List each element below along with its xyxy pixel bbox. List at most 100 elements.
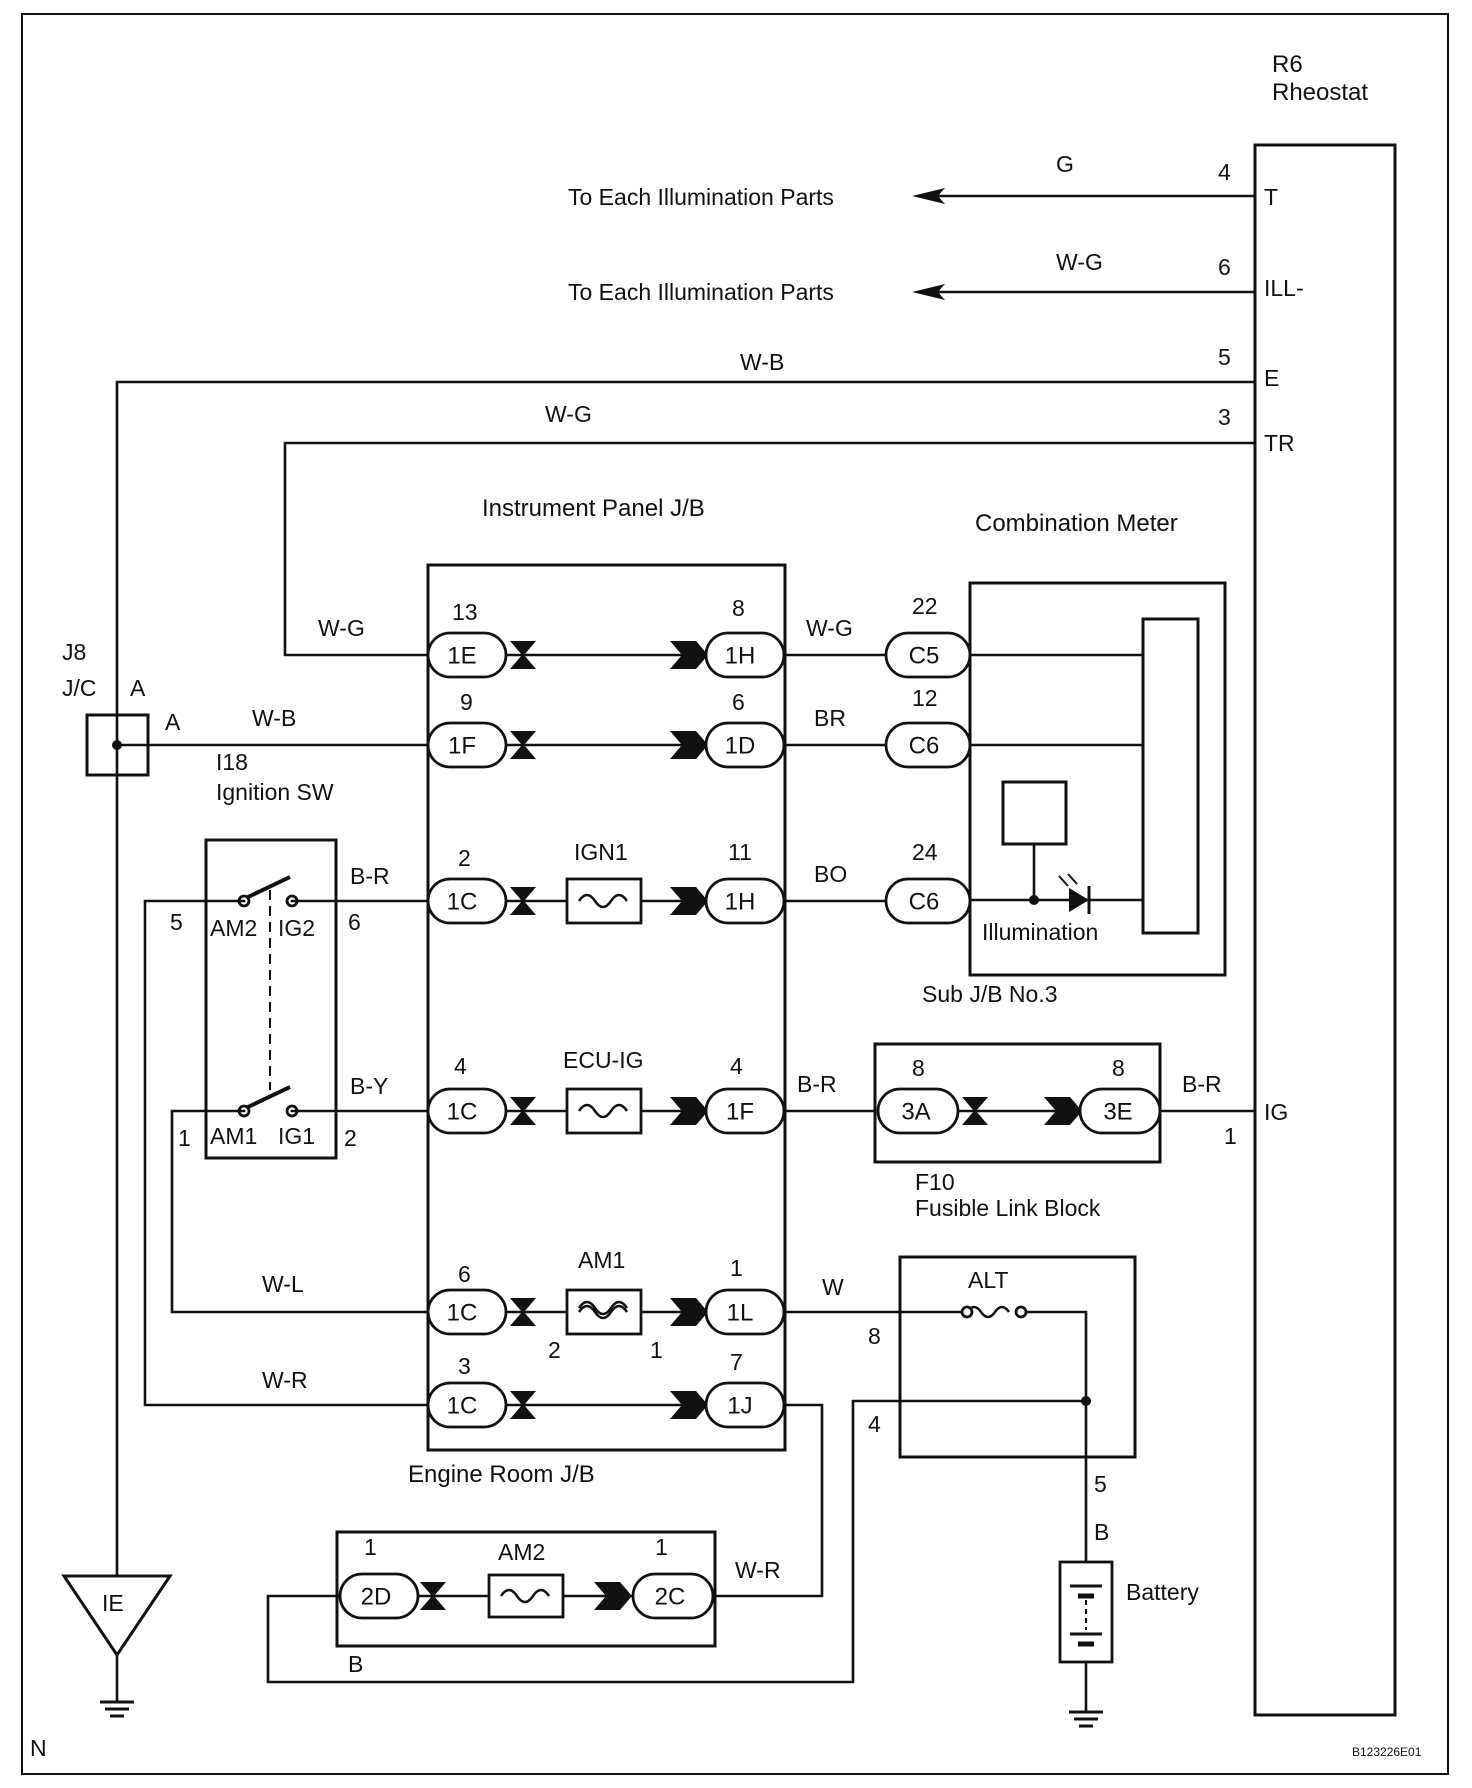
rheostat-pin-ig: IG — [1264, 1099, 1288, 1125]
connector-c6-a-label: C6 — [909, 733, 940, 760]
rheostat-pin-t: T — [1264, 184, 1278, 210]
pin-c6-a: 12 — [912, 685, 938, 711]
rheostat-pin-e: E — [1264, 365, 1279, 391]
battery-label: Battery — [1126, 1579, 1199, 1605]
wire-label-wg-ill: W-G — [1056, 249, 1103, 275]
connector-c5 — [884, 631, 972, 679]
connector-1c-a — [426, 877, 508, 925]
fuse-ecu-ig-element — [577, 1103, 629, 1119]
jc-pin-right: A — [165, 709, 181, 735]
meter-internal-bar — [1141, 617, 1200, 935]
connector-1f-label: 1F — [448, 733, 476, 760]
wire-label-g: G — [1056, 151, 1074, 177]
connector-1h-b-label: 1H — [725, 889, 756, 916]
fusible-link-name: Fusible Link Block — [915, 1195, 1101, 1221]
wire-label-wb-e: W-B — [740, 349, 784, 375]
chevron-3a — [962, 1097, 988, 1125]
junction-dot-illum — [1029, 895, 1039, 905]
ignition-sw-id: I18 — [216, 749, 248, 775]
connector-1e-label: 1E — [447, 643, 476, 670]
jb-internal-row-6 — [503, 1391, 708, 1419]
combination-meter-label: Combination Meter — [975, 510, 1178, 537]
rheostat-pin-ill: ILL- — [1264, 275, 1304, 301]
connector-3a-label: 3A — [901, 1099, 930, 1126]
fuse-am2-element — [499, 1588, 551, 1604]
fuse-am1-pin-right: 1 — [650, 1337, 663, 1363]
switch-arm-am1 — [247, 1085, 291, 1109]
connector-1d-label: 1D — [725, 733, 756, 760]
frame-border — [21, 13, 1449, 1775]
connector-c6-b-label: C6 — [909, 889, 940, 916]
rheostat-pin-num-ig: 1 — [1224, 1123, 1237, 1149]
led-ray-icon — [1058, 875, 1069, 887]
wire-label-wg-1e: W-G — [318, 615, 365, 641]
ignition-sw-box — [204, 838, 338, 1160]
chevron-2c — [594, 1582, 632, 1610]
switch-label-ig2: IG2 — [278, 915, 315, 941]
wire-label-wg-tr: W-G — [545, 401, 592, 427]
switch-label-am2: AM2 — [210, 915, 257, 941]
arrow-illum-top — [912, 188, 945, 204]
wire-label-br-ecu: B-R — [797, 1071, 837, 1097]
ground-ie-label: IE — [102, 1590, 124, 1616]
wire-label-br-ig: B-R — [1182, 1071, 1222, 1097]
ignition-sw-name: Ignition SW — [216, 779, 334, 805]
connector-3e-label: 3E — [1103, 1099, 1132, 1126]
wire-alt-battery — [1024, 1310, 1088, 1575]
connector-2d-label: 2D — [361, 1584, 392, 1611]
pin-c6-b: 24 — [912, 839, 938, 865]
connector-1f — [426, 721, 508, 769]
fuse-alt-contact — [1014, 1305, 1028, 1319]
jb-internal-row-1 — [503, 641, 708, 669]
connector-1c-d-label: 1C — [447, 1393, 478, 1420]
switch-label-ig1: IG1 — [278, 1123, 315, 1149]
fuse-alt-label: ALT — [968, 1267, 1008, 1293]
pin-1h-a: 8 — [732, 595, 745, 621]
chevron-3e — [1044, 1097, 1082, 1125]
chevron-2d — [420, 1582, 446, 1610]
fuse-ign1-element — [577, 893, 629, 909]
connector-1c-a-label: 1C — [447, 889, 478, 916]
wire-label-wb-jc: W-B — [252, 705, 296, 731]
jc-id: J8 — [62, 639, 86, 665]
fuse-ign1-label: IGN1 — [574, 839, 628, 865]
wire-label-wg-c5: W-G — [806, 615, 853, 641]
switch-label-am1: AM1 — [210, 1123, 257, 1149]
rheostat-pin-num-tr: 3 — [1218, 404, 1231, 430]
figure-code: B123226E01 — [1352, 1745, 1422, 1759]
wire-label-w: W — [822, 1274, 844, 1300]
jb-internal-row-5 — [503, 1298, 708, 1326]
wire-am2-1c — [143, 899, 430, 1407]
rheostat-id: R6 — [1272, 51, 1303, 78]
connector-2c-label: 2C — [655, 1584, 686, 1611]
led-ray-icon — [1067, 873, 1078, 885]
wire-label-wr-2c: W-R — [735, 1557, 781, 1583]
connector-1j-label: 1J — [727, 1393, 752, 1420]
jc-name: J/C — [62, 675, 97, 701]
switch-arm-am2 — [247, 875, 291, 899]
wire-label-b-batt: B — [1094, 1519, 1109, 1545]
alt-block-box — [898, 1255, 1137, 1459]
pin-3e: 8 — [1112, 1055, 1125, 1081]
wire-1j-2c — [711, 1403, 824, 1598]
wire-label-wl: W-L — [262, 1271, 304, 1297]
connector-1c-c — [426, 1288, 508, 1336]
fuse-ecu-ig-icon — [565, 1087, 643, 1135]
fuse-ign1-icon — [565, 877, 643, 925]
fuse-am2-icon — [487, 1573, 565, 1619]
jb-internal-row-4 — [503, 1097, 708, 1125]
connector-1l-label: 1L — [727, 1300, 754, 1327]
sub-jb-label: Sub J/B No.3 — [922, 981, 1058, 1007]
led-icon — [1069, 888, 1089, 912]
switch-pin-6: 6 — [348, 909, 361, 935]
engine-room-am2-box — [335, 1530, 717, 1648]
connector-1c-b-label: 1C — [447, 1099, 478, 1126]
rheostat-pin-tr: TR — [1264, 430, 1295, 456]
connector-c6-a — [884, 721, 972, 769]
alt-pin-5: 5 — [1094, 1471, 1107, 1497]
wire-tr — [283, 441, 1257, 657]
wire-label-wr: W-R — [262, 1367, 308, 1393]
pin-1j: 7 — [730, 1349, 743, 1375]
pin-1c-a: 2 — [458, 845, 471, 871]
pin-1e: 13 — [452, 599, 478, 625]
